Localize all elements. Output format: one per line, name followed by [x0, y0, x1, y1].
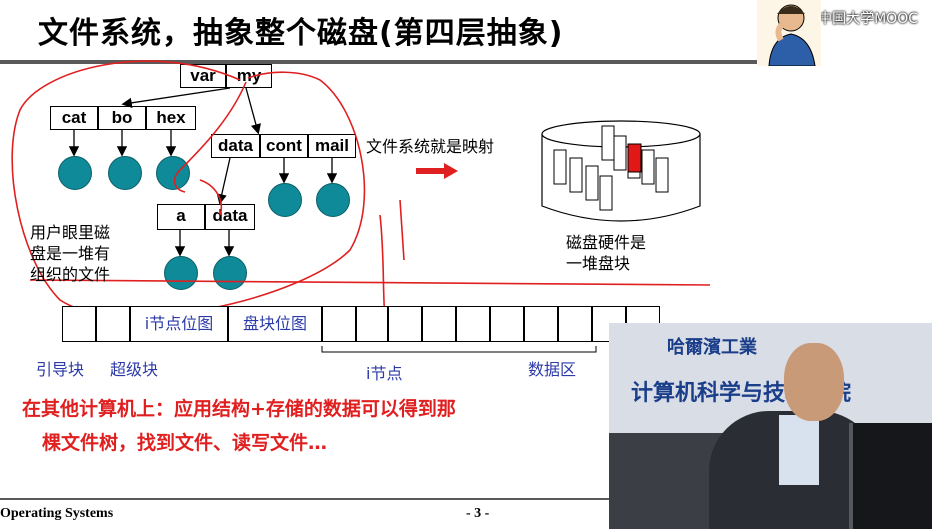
- video-banner: 哈爾濱工業 计算机科学与技术学院: [609, 323, 932, 433]
- tree-cell-mail: mail: [308, 134, 356, 158]
- thinking-person-cartoon-icon: [757, 0, 821, 66]
- disk-cell: [490, 306, 524, 342]
- disk-cell: [322, 306, 356, 342]
- slide-title: 文件系统，抽象整个磁盘(第四层抽象): [38, 16, 564, 51]
- user-view-line: 盘是一堆有: [30, 244, 111, 263]
- page-number: - 3 -: [466, 506, 490, 521]
- disk-cylinder-icon: [541, 120, 701, 222]
- monitor: [849, 423, 932, 529]
- disk-cell-block-bitmap: 盘块位图: [228, 306, 322, 342]
- conclusion-line-2: 棵文件树，找到文件、读写文件…: [42, 432, 328, 454]
- disk-cell-inode-bitmap: i节点位图: [130, 306, 228, 342]
- tree-cell-hex: hex: [146, 106, 196, 130]
- red-arrow-icon: [416, 163, 458, 179]
- file-node: [164, 256, 198, 290]
- user-view-label: 用户眼里磁 盘是一堆有 组织的文件: [30, 222, 110, 285]
- region-brace: [321, 346, 597, 353]
- school-banner: 哈爾濱工業: [667, 337, 757, 358]
- disk-layout-row: i节点位图 盘块位图: [62, 306, 660, 342]
- disk-cell: [558, 306, 592, 342]
- super-block-label: 超级块: [110, 360, 159, 379]
- disk-cell-boot: [62, 306, 96, 342]
- file-node: [268, 183, 302, 217]
- data-area-label: 数据区: [528, 360, 577, 379]
- hardware-line: 一堆盘块: [566, 254, 631, 273]
- tree-cell-cont: cont: [260, 134, 308, 158]
- mooc-logo: 中国大学MOOC: [818, 11, 918, 27]
- file-node: [156, 156, 190, 190]
- disk-cell: [388, 306, 422, 342]
- hardware-label: 磁盘硬件是 一堆盘块: [566, 232, 646, 274]
- user-view-line: 组织的文件: [30, 265, 111, 284]
- boot-block-label: 引导块: [36, 360, 85, 379]
- hardware-line: 磁盘硬件是: [566, 233, 647, 252]
- disk-cell: [456, 306, 490, 342]
- mapping-label: 文件系统就是映射: [366, 137, 495, 156]
- tree-cell-cat: cat: [50, 106, 98, 130]
- disk-cell: [524, 306, 558, 342]
- tree-cell-bo: bo: [98, 106, 146, 130]
- title-divider: [0, 60, 760, 64]
- disk-cell-super: [96, 306, 130, 342]
- disk-cell: [356, 306, 388, 342]
- tree-cell-a: a: [157, 204, 205, 230]
- inode-label: i节点: [366, 364, 403, 383]
- footer-divider: [0, 498, 610, 500]
- disk-cell: [422, 306, 456, 342]
- conclusion-line-1: 在其他计算机上：应用结构+存储的数据可以得到那: [22, 398, 456, 420]
- footer-course: Operating Systems: [0, 506, 114, 521]
- lecturer-shirt: [779, 415, 819, 485]
- lecturer-head: [784, 343, 844, 421]
- lecturer-video[interactable]: 哈爾濱工業 计算机科学与技术学院: [609, 323, 932, 529]
- tree-cell-data: data: [211, 134, 260, 158]
- tree-cell-my: my: [226, 64, 272, 88]
- user-view-line: 用户眼里磁: [30, 223, 111, 242]
- file-node: [108, 156, 142, 190]
